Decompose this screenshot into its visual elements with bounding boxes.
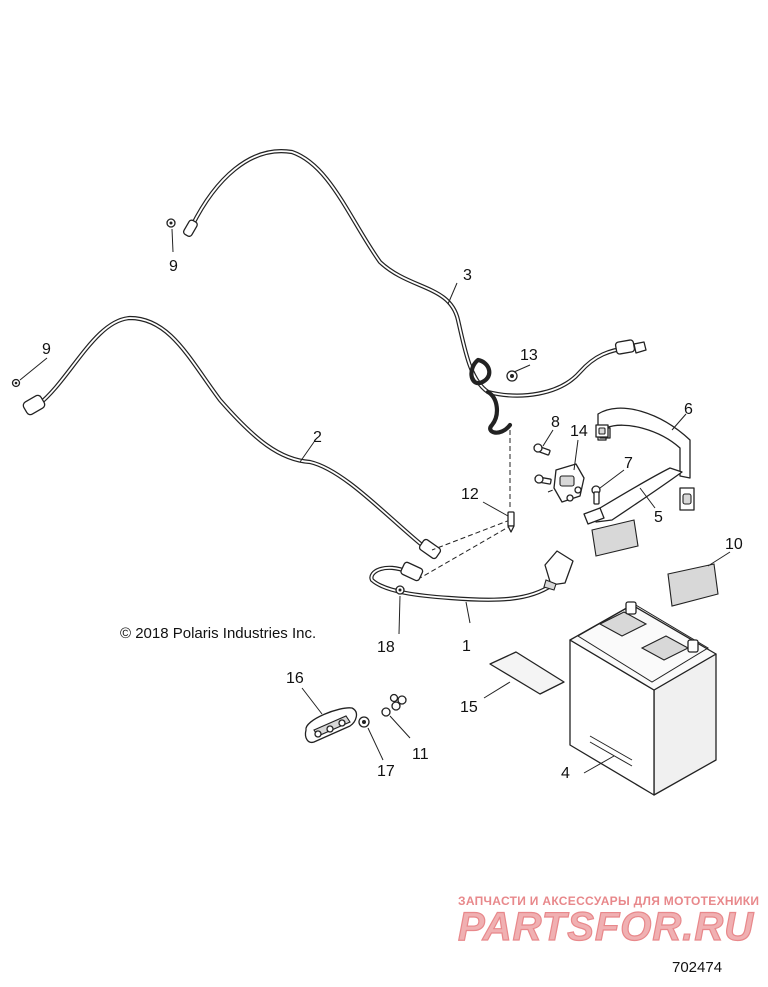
nut-9-left[interactable] bbox=[11, 378, 21, 388]
callout-4: 4 bbox=[561, 765, 570, 782]
watermark-logo: PARTSFOR.RU bbox=[458, 905, 754, 949]
stud-12[interactable] bbox=[507, 511, 515, 533]
callout-10: 10 bbox=[725, 536, 743, 553]
battery-4[interactable] bbox=[569, 601, 717, 796]
bolt-8[interactable] bbox=[533, 443, 552, 485]
callout-3: 3 bbox=[463, 267, 472, 284]
nut-13[interactable] bbox=[506, 370, 518, 382]
pad bbox=[591, 519, 639, 557]
washer-17[interactable] bbox=[358, 716, 370, 728]
bracket-5[interactable] bbox=[583, 467, 683, 525]
drawing-number: 702474 bbox=[672, 959, 722, 976]
fuse-holder-16[interactable] bbox=[304, 707, 358, 744]
callout-5: 5 bbox=[654, 509, 663, 526]
callout-11: 11 bbox=[412, 746, 429, 763]
nut-11[interactable] bbox=[381, 693, 407, 717]
callout-2: 2 bbox=[313, 429, 322, 446]
callout-9-left: 9 bbox=[42, 341, 51, 358]
callout-7: 7 bbox=[624, 455, 633, 472]
copyright-notice: © 2018 Polaris Industries Inc. bbox=[120, 625, 316, 642]
label-15[interactable] bbox=[489, 651, 565, 695]
bolt-7[interactable] bbox=[591, 485, 601, 505]
callout-16: 16 bbox=[286, 670, 304, 687]
cable-2[interactable] bbox=[22, 315, 442, 560]
callout-14: 14 bbox=[570, 423, 588, 440]
nut-9-upper[interactable] bbox=[166, 218, 176, 228]
callout-17: 17 bbox=[377, 763, 395, 780]
nut-18[interactable] bbox=[395, 585, 405, 595]
solenoid-14[interactable] bbox=[553, 463, 585, 503]
callout-9-upper: 9 bbox=[169, 258, 178, 275]
callout-13: 13 bbox=[520, 347, 538, 364]
pad-10[interactable] bbox=[667, 563, 719, 607]
hold-down-strap-6[interactable] bbox=[595, 407, 695, 511]
callout-15: 15 bbox=[460, 699, 478, 716]
callout-12: 12 bbox=[461, 486, 479, 503]
cable-3[interactable] bbox=[182, 149, 647, 435]
callout-6: 6 bbox=[684, 401, 693, 418]
watermark-tagline: ЗАПЧАСТИ И АКСЕССУАРЫ ДЛЯ МОТОТЕХНИКИ bbox=[458, 894, 759, 908]
watermark: ЗАПЧАСТИ И АКСЕССУАРЫ ДЛЯ МОТОТЕХНИКИ PA… bbox=[457, 894, 759, 950]
leader-lines bbox=[19, 228, 731, 774]
callout-1: 1 bbox=[462, 638, 471, 655]
cable-1[interactable] bbox=[369, 550, 574, 602]
callout-18: 18 bbox=[377, 639, 395, 656]
callout-8: 8 bbox=[551, 414, 560, 431]
